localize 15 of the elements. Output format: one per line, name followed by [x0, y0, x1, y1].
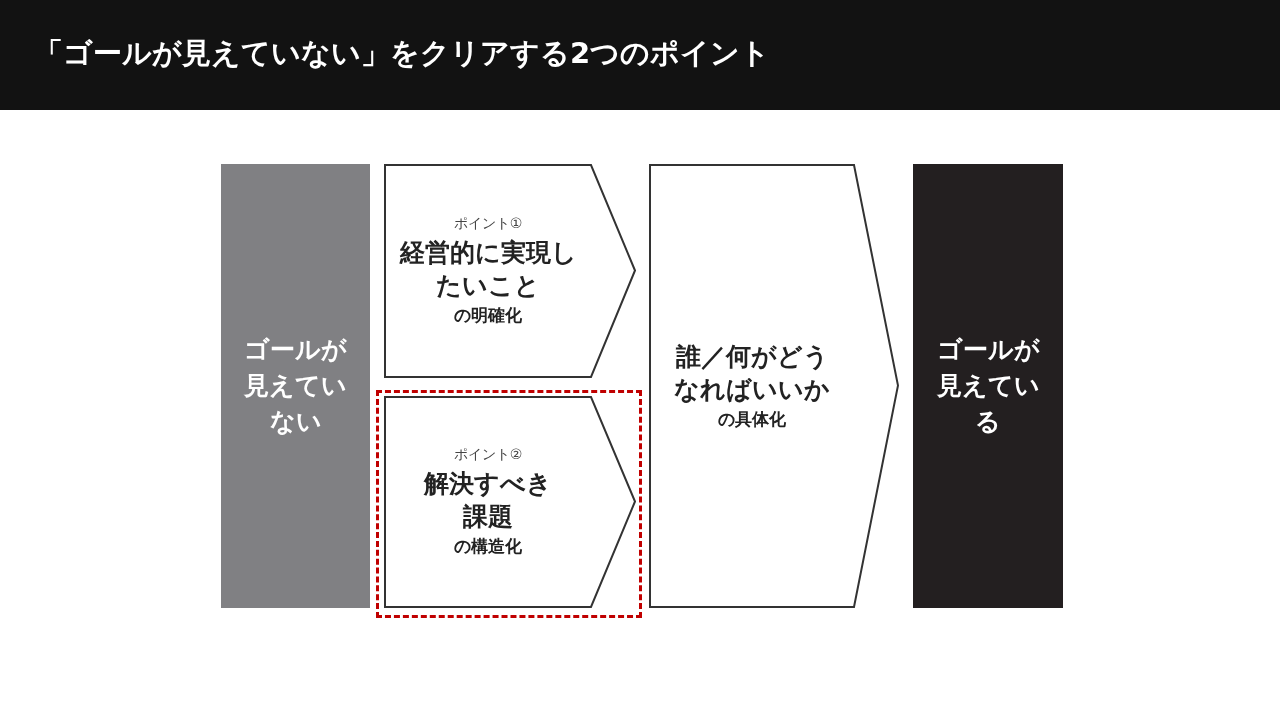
status-box: [221, 164, 370, 608]
chevron-box: [384, 164, 636, 378]
heading-text: 経営的に実現したいこと: [398, 237, 578, 302]
point-label: ポイント①: [453, 215, 523, 233]
heading-text: 解決すべき課題: [422, 468, 553, 533]
heading-text: 誰／何がどうなればいいか: [673, 341, 831, 406]
title: 「ゴールが見えていない」をクリアする2つのポイント: [34, 35, 771, 72]
status-box: [913, 164, 1063, 608]
subheading-text: の具体化: [718, 408, 786, 431]
chevron-box: [649, 164, 899, 608]
point-label: ポイント②: [453, 446, 523, 464]
subheading-text: の構造化: [454, 535, 522, 558]
heading-text: ゴールが見えていない: [243, 333, 348, 439]
heading-text: ゴールが見えている: [935, 333, 1041, 439]
subheading-text: の明確化: [454, 304, 522, 327]
